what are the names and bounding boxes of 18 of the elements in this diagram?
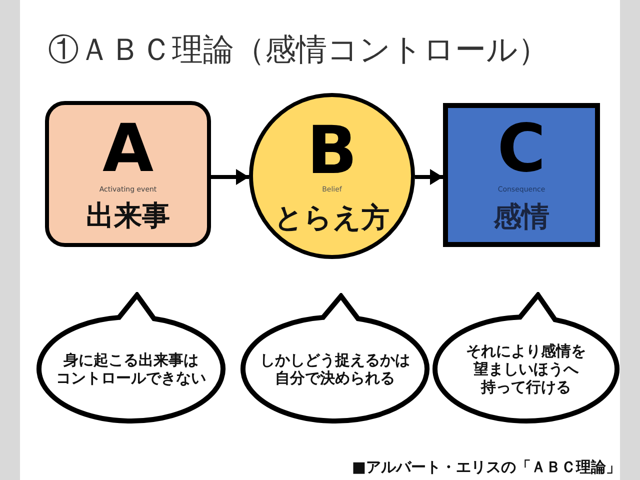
arrow (415, 169, 443, 185)
slide-title: ①ＡＢＣ理論（感情コントロール） (48, 31, 549, 70)
square-box (443, 103, 600, 247)
source-note: ■アルバート・エリスの「ＡＢＣ理論」 (352, 457, 621, 477)
node-label: とらえ方 (274, 201, 390, 235)
arrow (211, 169, 249, 185)
node-letter: A (102, 114, 154, 184)
speech-bubble (240, 293, 430, 424)
rounded-box (45, 101, 211, 247)
node-label: 出来事 (86, 199, 170, 233)
speech-bubble (36, 292, 226, 424)
node-letter: B (306, 116, 358, 186)
node-label: 感情 (494, 200, 550, 234)
node-letter: C (497, 114, 546, 184)
bubble-text: それにより感情を望ましいほうへ持って行ける (466, 342, 586, 396)
bubble-text: しかしどう捉えるかは自分で決められる (260, 351, 410, 387)
speech-bubble (432, 292, 620, 424)
bubble-text: 身に起こる出来事はコントロールできない (56, 351, 206, 387)
